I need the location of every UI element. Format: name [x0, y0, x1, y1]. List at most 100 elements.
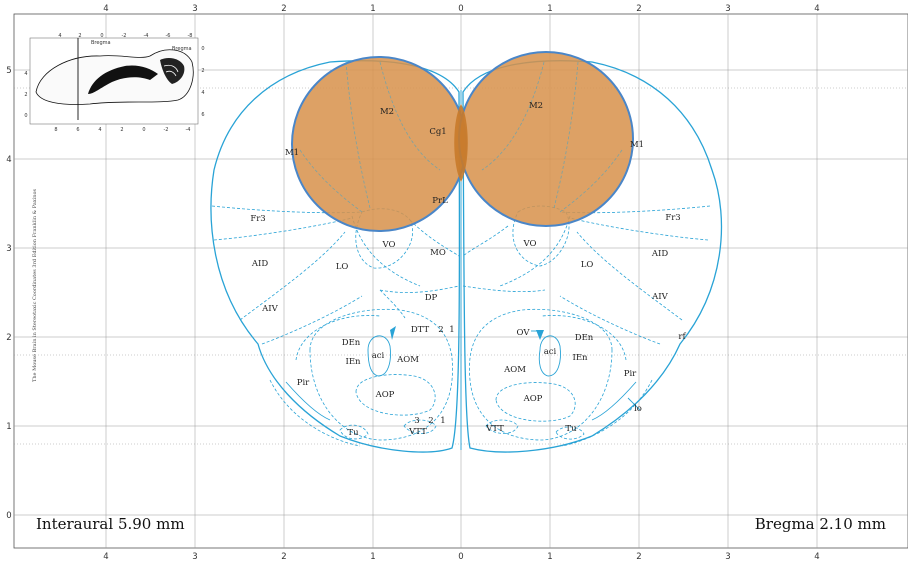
inset-bregma-label: Bregma: [172, 46, 192, 52]
inset-bottom-tick: 0: [142, 127, 145, 133]
label-aci-left: aci: [372, 351, 385, 361]
label-lo-right: LO: [581, 260, 594, 270]
label-layer2-ventral: 2: [428, 416, 433, 426]
sagittal-inset: Bregma Bregma 4 2 0 -2 -4 -6 -8 8 6 4 2 …: [24, 33, 204, 133]
side-credit: The Mouse Brain in Stereotaxic Coordinat…: [32, 189, 38, 382]
ventricle-right-mark: [536, 330, 544, 340]
label-layer3-ventral: 3: [414, 416, 419, 426]
inset-top-tick: -2: [122, 33, 127, 39]
label-m1-right: M1: [630, 140, 644, 150]
label-lo-left: LO: [336, 262, 349, 272]
label-lo-tract: lo: [634, 404, 642, 414]
inset-bottom-tick: 4: [98, 127, 101, 133]
left-tick: 0: [6, 511, 11, 521]
injection-site-right: [458, 51, 634, 227]
bottom-tick: 1: [370, 552, 375, 562]
label-aom-right: AOM: [503, 365, 526, 375]
bottom-tick: 2: [281, 552, 286, 562]
top-tick: 0: [458, 4, 463, 14]
inset-bottom-tick: 6: [76, 127, 79, 133]
inset-right-tick: 0: [201, 46, 204, 52]
inset-bottom-tick: 2: [120, 127, 123, 133]
bottom-tick: 4: [103, 552, 108, 562]
inset-right-tick: 4: [201, 90, 204, 96]
label-vtt-left: VTT: [408, 427, 427, 437]
ventricle-left-mark: [390, 326, 396, 340]
top-tick: 3: [192, 4, 197, 14]
left-tick: 3: [6, 244, 11, 254]
label-prl: PrL: [432, 196, 448, 206]
top-tick: 1: [370, 4, 375, 14]
inset-left-tick: 4: [24, 71, 27, 77]
label-den-left: DEn: [342, 338, 361, 348]
label-vo-left: VO: [382, 240, 396, 250]
label-m2-right: M2: [529, 101, 543, 111]
interaural-label: Interaural 5.90 mm: [36, 515, 185, 533]
top-tick: 3: [725, 4, 730, 14]
label-fr3-right: Fr3: [665, 213, 680, 223]
left-tick: 4: [6, 155, 11, 165]
inset-top-tick: 0: [100, 33, 103, 39]
inset-top-tick: -4: [144, 33, 149, 39]
inset-bottom-tick: -4: [186, 127, 191, 133]
label-den-right: DEn: [575, 333, 594, 343]
label-vtt-right: VTT: [485, 424, 504, 434]
label-layer1-ventral: 1: [440, 416, 445, 426]
label-aci-right: aci: [544, 347, 557, 357]
label-tu-left: Tu: [347, 428, 359, 438]
region-labels: M2 M2 M1 M1 Cg1 PrL Fr3 Fr3 AID AID AIV …: [250, 101, 686, 438]
label-aiv-right: AIV: [651, 292, 668, 302]
top-tick: 4: [814, 4, 819, 14]
left-tick: 2: [6, 333, 11, 343]
label-rf: rf: [678, 332, 686, 342]
inset-left-tick: 2: [24, 92, 27, 98]
top-tick: 2: [281, 4, 286, 14]
top-axis: 4 3 2 1 0 1 2 3 4: [103, 4, 819, 14]
left-hemisphere-outline: [210, 60, 461, 453]
inset-bottom-tick: -2: [164, 127, 169, 133]
inset-right-tick: 2: [201, 68, 204, 74]
label-ov: OV: [517, 328, 531, 338]
bottom-tick: 4: [814, 552, 819, 562]
bottom-tick: 3: [725, 552, 730, 562]
label-cg1: Cg1: [429, 127, 446, 137]
label-ien-right: IEn: [572, 353, 588, 363]
label-pir-right: Pir: [624, 369, 637, 379]
inset-top-tick: -8: [188, 33, 193, 39]
inset-bregma-top: Bregma: [91, 40, 111, 46]
right-hemisphere-outline: [462, 60, 723, 453]
bottom-axis: 4 3 2 1 0 1 2 3 4: [103, 552, 819, 562]
bottom-tick: 3: [192, 552, 197, 562]
top-tick: 2: [636, 4, 641, 14]
top-tick: 1: [547, 4, 552, 14]
label-pir-left: Pir: [297, 378, 310, 388]
label-layer1: 1: [449, 325, 454, 335]
bregma-label: Bregma 2.10 mm: [755, 515, 886, 533]
label-dp: DP: [425, 293, 438, 303]
label-aom-left: AOM: [396, 355, 419, 365]
label-tu-right: Tu: [565, 424, 577, 434]
left-tick: 1: [6, 422, 11, 432]
label-aiv-left: AIV: [261, 304, 278, 314]
inset-top-tick: 2: [78, 33, 81, 39]
label-aid-left: AID: [251, 259, 268, 269]
label-m1-left: M1: [285, 148, 299, 158]
inset-left-tick: 0: [24, 113, 27, 119]
label-ien-left: IEn: [345, 357, 361, 367]
injection-overlap: [454, 104, 468, 182]
bottom-tick: 0: [458, 552, 463, 562]
label-mo: MO: [430, 248, 446, 258]
brain-section: [210, 60, 723, 453]
inner-boundaries: [299, 61, 623, 213]
inset-right-tick: 6: [201, 112, 204, 118]
left-tick: 5: [6, 66, 11, 76]
inset-bottom-tick: 8: [54, 127, 57, 133]
inset-top-tick: 4: [58, 33, 61, 39]
label-fr3-left: Fr3: [250, 214, 265, 224]
label-aop-right: AOP: [523, 394, 543, 404]
label-m2-left: M2: [380, 107, 394, 117]
bottom-tick: 1: [547, 552, 552, 562]
label-vo-right: VO: [523, 239, 537, 249]
label-aid-right: AID: [651, 249, 668, 259]
label-dtt: DTT: [411, 325, 430, 335]
